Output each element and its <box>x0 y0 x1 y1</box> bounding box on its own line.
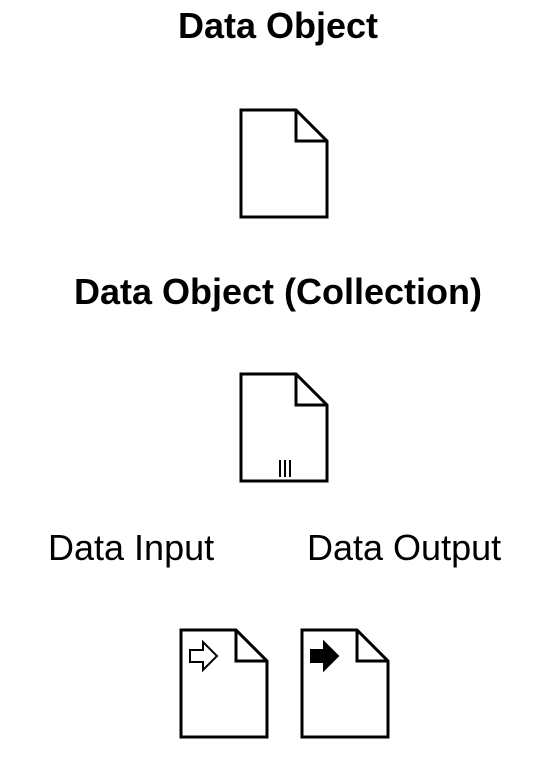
data-input-label: Data Input <box>48 527 215 568</box>
data-input-icon <box>179 628 269 739</box>
data-output-label: Data Output <box>307 527 502 568</box>
data-output-icon <box>300 628 390 739</box>
arrow-right-outline-icon <box>189 639 219 673</box>
data-object-collection-icon <box>239 372 329 483</box>
data-object-icon <box>239 108 329 219</box>
arrow-right-filled-icon <box>310 639 340 673</box>
data-object-collection-title: Data Object (Collection) <box>73 271 483 312</box>
data-object-title: Data Object <box>177 5 379 46</box>
